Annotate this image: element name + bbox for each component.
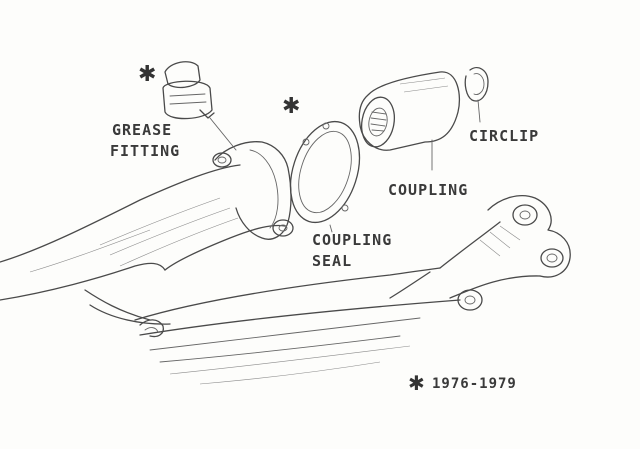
swingarm-flange [212,141,294,240]
circlip [464,67,489,123]
grease-fitting [162,61,237,151]
footnote-years: 1976-1979 [432,376,517,392]
label-grease: GREASE [112,121,173,139]
label-coupling-seal-line2: SEAL [312,252,353,270]
label-circlip: CIRCLIP [469,127,540,145]
lower-arm [134,267,461,385]
label-coupling: COUPLING [388,181,469,199]
label-coupling-seal-line1: COUPLING [312,231,393,249]
asterisk-marker-coupling-seal: ✱ [282,94,301,119]
asterisk-marker-grease-fitting: ✱ [138,62,157,87]
label-fitting: FITTING [110,142,181,160]
final-drive-arm [389,195,571,311]
footnote-asterisk: ✱ [408,371,425,395]
coupling [358,71,461,171]
coupling-seal-ring [289,120,361,233]
swingarm [0,164,286,325]
